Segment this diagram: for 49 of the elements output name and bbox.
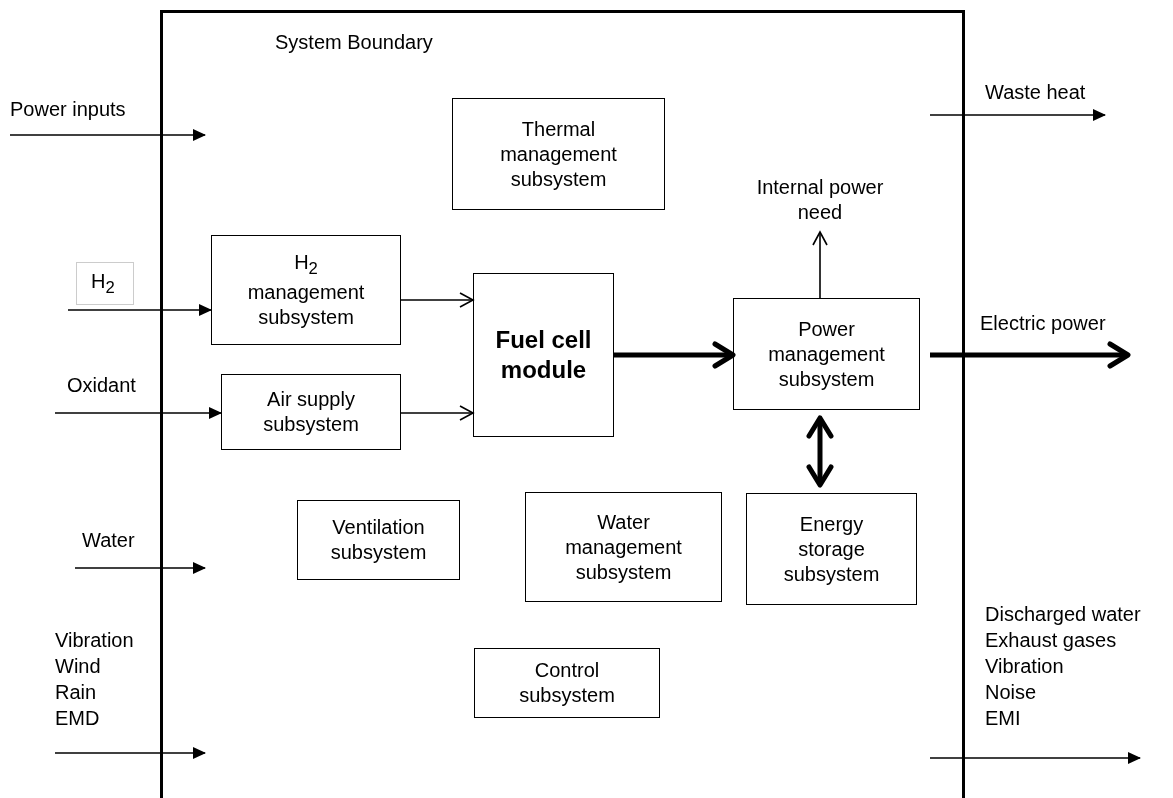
arrow: [54, 747, 206, 759]
flow-label: EMI: [985, 706, 1021, 730]
flow-label: Vibration: [985, 654, 1064, 678]
output-label: Internal power need: [756, 175, 884, 225]
flow-label: EMD: [55, 706, 100, 730]
boundary-title: System Boundary: [275, 30, 433, 55]
system-boundary: [160, 10, 965, 798]
arrow: [9, 129, 206, 141]
subsystem-box: [733, 298, 920, 410]
flow-label: Exhaust gases: [985, 628, 1117, 652]
box-label: Energy storage subsystem: [782, 511, 881, 587]
subsystem-box: [452, 98, 665, 210]
box-label: Fuel cell module: [494, 325, 593, 385]
edge-label: Power inputs: [10, 97, 126, 121]
arrow: [812, 231, 828, 299]
box-label: Ventilation subsystem: [329, 515, 428, 565]
arrow: [67, 304, 212, 316]
box-label: Air supply subsystem: [262, 387, 360, 437]
flow-label: Rain: [55, 680, 97, 704]
subsystem-box: [297, 500, 460, 580]
edge-label: Waste heat: [985, 80, 1086, 104]
box-label: Control subsystem: [518, 658, 616, 708]
arrow: [614, 341, 736, 369]
arrow: [929, 109, 1106, 121]
arrow: [54, 407, 222, 419]
edge-label: Electric power: [980, 311, 1106, 335]
edge-label: Water: [82, 528, 135, 552]
subsystem-box: [221, 374, 401, 450]
flow-label: Vibration: [55, 628, 134, 652]
arrow: [400, 405, 474, 421]
arrow: [806, 415, 834, 488]
subsystem-box: [473, 273, 614, 437]
box-label: Thermal management subsystem: [499, 116, 618, 192]
arrow: [74, 562, 206, 574]
arrow: [929, 752, 1141, 764]
flow-label: Noise: [985, 680, 1037, 704]
arrow: [930, 341, 1131, 369]
edge-label: H$_{2}$: [76, 262, 134, 305]
subsystem-box: [525, 492, 722, 602]
box-label: Water management subsystem: [564, 509, 683, 585]
edge-label: Oxidant: [67, 373, 136, 397]
flow-label: Wind: [55, 654, 101, 678]
box-label: Power management subsystem: [767, 316, 886, 392]
subsystem-box: [211, 235, 401, 345]
box-label: H$_{2}$ management subsystem: [246, 250, 366, 330]
subsystem-box: [474, 648, 660, 718]
flow-label: Discharged water: [985, 602, 1141, 626]
subsystem-box: [746, 493, 917, 605]
arrow: [400, 292, 474, 308]
